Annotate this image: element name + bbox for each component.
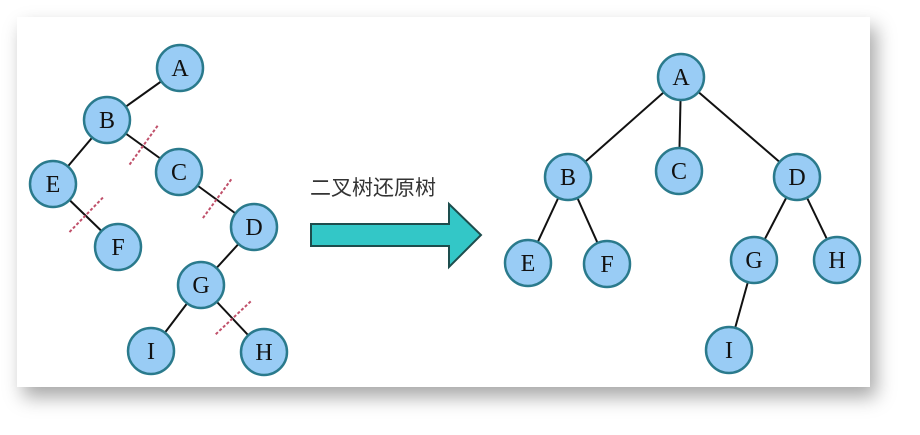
tree-node-A bbox=[656, 52, 706, 102]
right-arrow bbox=[310, 201, 483, 270]
tree-node-E bbox=[503, 238, 553, 288]
binary-tree-node-C bbox=[154, 147, 204, 197]
binary-tree-node-label-G: G bbox=[192, 273, 209, 299]
binary-tree-node-B bbox=[82, 95, 132, 145]
binary-tree-node-A bbox=[155, 43, 205, 93]
binary-tree-node-label-E: E bbox=[46, 172, 61, 198]
binary-tree-node-G bbox=[176, 260, 226, 310]
tree-node-label-C: C bbox=[671, 159, 687, 185]
binary-tree-node-label-C: C bbox=[171, 160, 187, 186]
binary-tree-node-label-B: B bbox=[99, 108, 115, 134]
tree-node-B bbox=[543, 152, 593, 202]
tree-node-label-A: A bbox=[672, 65, 690, 91]
binary-tree-node-label-I: I bbox=[147, 339, 155, 365]
binary-tree-node-D bbox=[229, 202, 279, 252]
caption: 二叉树还原树 bbox=[310, 176, 436, 200]
binary-tree-cut-mark-CD bbox=[200, 178, 233, 221]
tree-node-I bbox=[704, 325, 754, 375]
tree-node-C bbox=[654, 146, 704, 196]
tree-node-D bbox=[772, 152, 822, 202]
tree-edge-AD bbox=[680, 76, 798, 178]
binary-tree-cut-mark-EF bbox=[67, 196, 104, 235]
tree-edge-AB bbox=[567, 76, 682, 178]
binary-tree-node-I bbox=[126, 326, 176, 376]
tree-node-label-H: H bbox=[828, 248, 845, 274]
binary-tree-node-label-F: F bbox=[111, 235, 124, 261]
binary-tree-node-label-H: H bbox=[255, 340, 272, 366]
tree-node-label-E: E bbox=[521, 251, 536, 277]
tree-node-G bbox=[729, 235, 779, 285]
tree-node-H bbox=[812, 235, 862, 285]
binary-tree-node-H bbox=[239, 327, 289, 377]
binary-tree-node-label-A: A bbox=[171, 56, 189, 82]
binary-tree-node-label-D: D bbox=[245, 215, 262, 241]
binary-tree-node-E bbox=[28, 159, 78, 209]
tree-node-label-I: I bbox=[725, 338, 733, 364]
tree-node-label-B: B bbox=[560, 165, 576, 191]
tree-node-label-D: D bbox=[788, 165, 805, 191]
binary-tree-cut-mark-BC bbox=[127, 125, 159, 167]
tree-node-label-G: G bbox=[745, 248, 762, 274]
tree-node-F bbox=[582, 239, 632, 289]
binary-tree-node-F bbox=[93, 222, 143, 272]
tree-node-label-F: F bbox=[600, 252, 613, 278]
binary-tree-cut-mark-GH bbox=[213, 300, 252, 337]
